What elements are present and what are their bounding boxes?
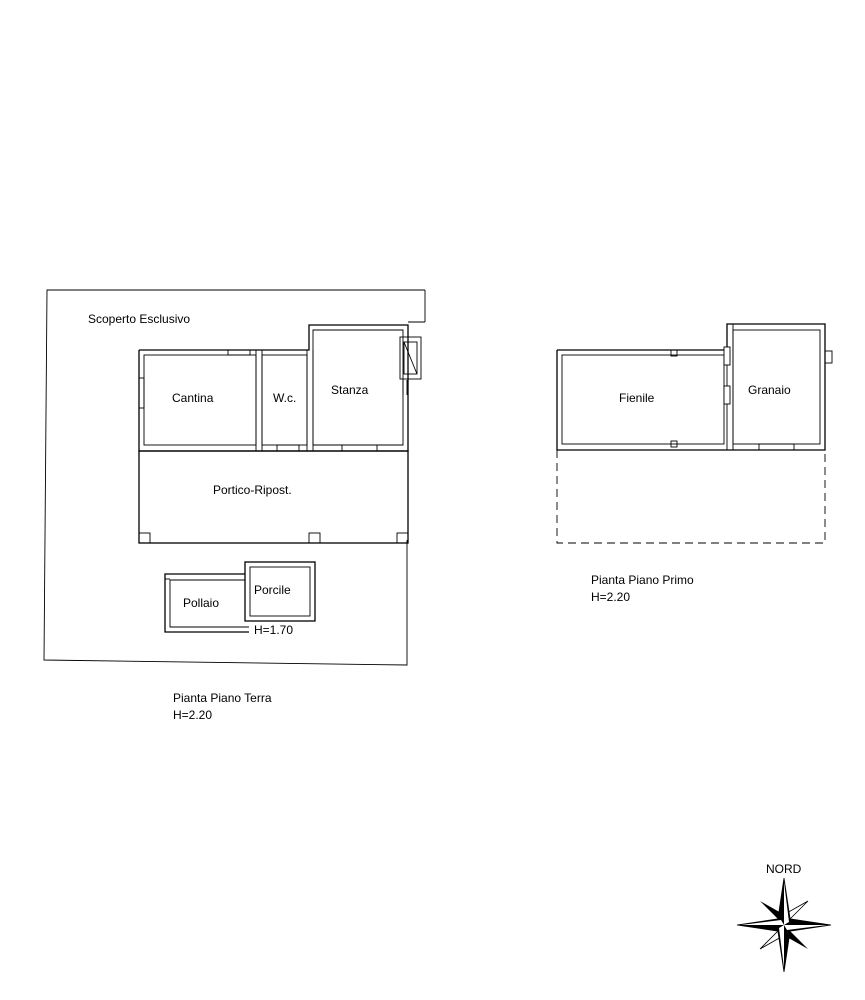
first-floor-plan	[556, 323, 833, 544]
label-pollaio: Pollaio	[183, 596, 219, 610]
caption-piano-terra-height: H=2.20	[173, 708, 212, 722]
north-compass: NORD	[736, 862, 832, 973]
label-porcile-height: H=1.70	[254, 623, 293, 637]
first-floor-portico-dashed	[556, 450, 826, 544]
ground-floor-plan	[43, 289, 426, 666]
chimney	[399, 336, 422, 380]
label-fienile: Fienile	[619, 391, 655, 405]
label-scoperto-esclusivo: Scoperto Esclusivo	[88, 312, 190, 326]
label-porcile: Porcile	[254, 583, 291, 597]
property-boundary	[43, 289, 425, 666]
pollaio-outline	[164, 573, 249, 633]
caption-piano-primo: Pianta Piano Primo	[591, 573, 694, 587]
porcile-outline	[244, 561, 316, 622]
label-cantina: Cantina	[172, 391, 214, 405]
portico-outline	[138, 450, 409, 544]
label-stanza: Stanza	[331, 383, 369, 397]
label-granaio: Granaio	[748, 383, 791, 397]
label-wc: W.c.	[273, 391, 296, 405]
compass-label-nord: NORD	[766, 862, 802, 876]
caption-piano-terra: Pianta Piano Terra	[173, 691, 272, 705]
label-portico: Portico-Ripost.	[213, 483, 292, 497]
caption-piano-primo-height: H=2.20	[591, 590, 630, 604]
